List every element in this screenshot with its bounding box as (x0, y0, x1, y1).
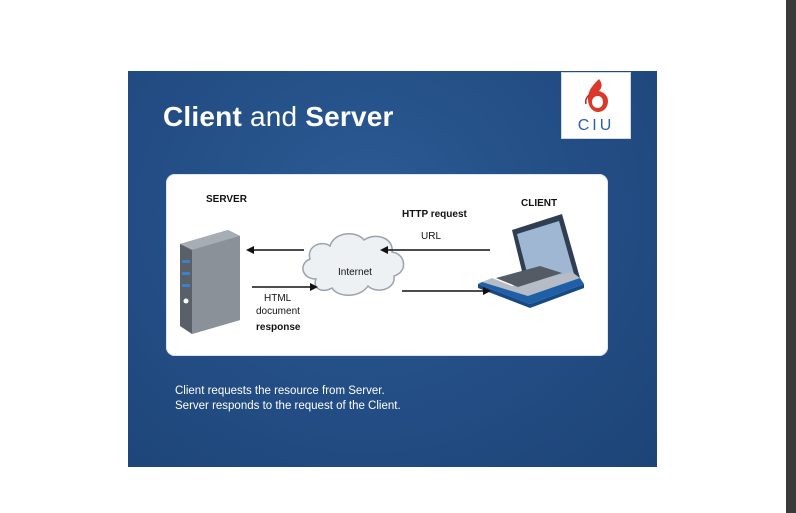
slide-title: Client and Server (163, 101, 394, 133)
ciu-logo: CIU (561, 72, 631, 139)
title-and-word: and (241, 101, 306, 132)
caption-line-1: Client requests the resource from Server… (175, 385, 385, 397)
client-label: CLIENT (521, 198, 558, 209)
presentation-slide: Client and Server CIU (128, 71, 657, 467)
laptop-icon (478, 214, 584, 308)
slide-caption: Client requests the resource from Server… (175, 384, 401, 414)
http-request-label: HTTP request (402, 209, 467, 220)
title-server-word: Server (305, 101, 394, 132)
logo-text: CIU (577, 117, 615, 134)
html-label: HTML (264, 293, 292, 304)
flame-logo-icon (584, 79, 608, 112)
internet-cloud-icon (302, 233, 405, 296)
response-label: response (256, 322, 301, 333)
server-label: SERVER (206, 194, 247, 205)
internet-label: Internet (338, 267, 372, 278)
document-label: document (256, 306, 300, 317)
connection-arrows (246, 246, 491, 295)
url-label: URL (421, 231, 442, 242)
server-icon (180, 230, 240, 334)
client-server-diagram: SERVER CLIENT HTTP request URL Internet … (166, 174, 608, 356)
caption-line-2: Server responds to the request of the Cl… (175, 400, 401, 412)
window-edge-bar (786, 0, 796, 513)
title-client-word: Client (163, 101, 242, 132)
